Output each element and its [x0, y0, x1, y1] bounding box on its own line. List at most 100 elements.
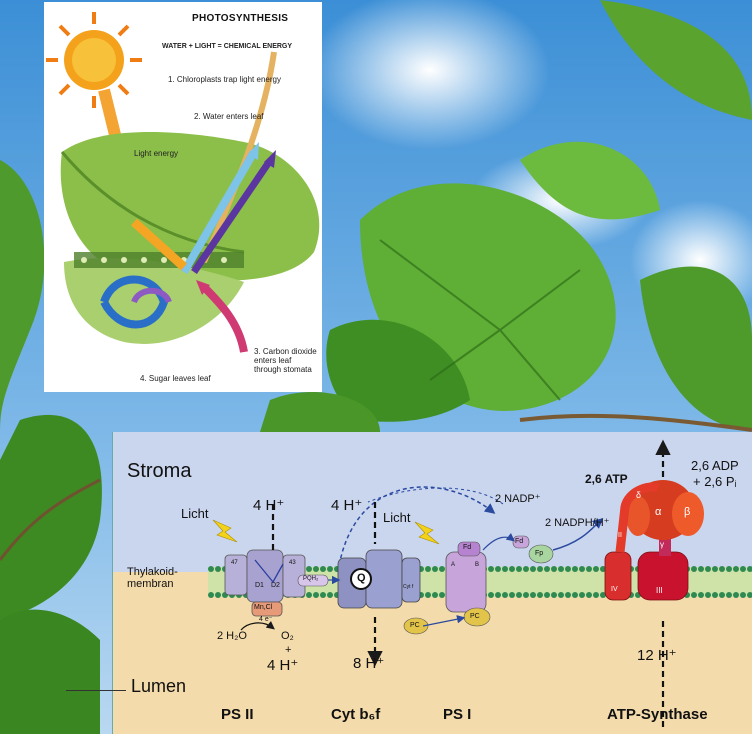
subunit-pc-1: PC	[410, 622, 420, 629]
lipid-head	[586, 592, 592, 598]
lipid-head	[523, 566, 529, 572]
subunit-d2: D2	[271, 582, 280, 589]
subunit-iv: IV	[611, 586, 618, 593]
lipid-head	[705, 566, 711, 572]
subunit-q: Q	[357, 572, 366, 584]
atp-synthase-name: ATP-Synthase	[607, 706, 708, 723]
lipid-head	[544, 566, 550, 572]
step-4-label: 4. Sugar leaves leaf	[140, 374, 211, 383]
lipid-head	[579, 566, 585, 572]
plus-label: +	[285, 644, 292, 656]
lipid-head	[572, 566, 578, 572]
lipid-head	[516, 592, 522, 598]
lipid-head	[558, 592, 564, 598]
lipid-head	[425, 592, 431, 598]
lipid-head	[313, 592, 319, 598]
photosynthesis-illustration: PHOTOSYNTHESIS WATER + LIGHT = CHEMICAL …	[44, 2, 322, 392]
membrane-drawing	[113, 432, 752, 734]
proton-label-ps2-bottom: 4 H⁺	[267, 657, 299, 674]
ps2-complex	[224, 549, 329, 617]
subunit-d1: D1	[255, 582, 264, 589]
atp-synthase-complex	[604, 480, 704, 601]
lipid-head	[705, 592, 711, 598]
membrane-label: Thylakoid-membran	[127, 566, 178, 590]
lumen-label: Lumen	[131, 676, 187, 696]
subunit-43: 43	[289, 560, 296, 566]
subunit-cytf: Cyt f	[403, 584, 414, 590]
oxygen-label: O₂	[281, 630, 294, 642]
lipid-head	[502, 592, 508, 598]
subunit-fd-2: Fd	[515, 538, 524, 545]
atp-label: 2,6 ATP	[585, 472, 628, 486]
lipid-head	[719, 592, 725, 598]
lipid-head	[733, 566, 739, 572]
lipid-head	[726, 592, 732, 598]
lipid-head	[726, 566, 732, 572]
adp-label: 2,6 ADP	[691, 458, 739, 473]
lipid-head	[593, 592, 599, 598]
lipid-head	[600, 592, 606, 598]
lipid-head	[558, 566, 564, 572]
lipid-head	[544, 592, 550, 598]
step-1-label: 1. Chloroplasts trap light energy	[168, 75, 281, 84]
thylakoid-membrane-diagram: Stroma Thylakoid-membran Lumen Licht Lic…	[112, 432, 752, 734]
lipid-head	[733, 592, 739, 598]
lipid-head	[740, 566, 746, 572]
lipid-head	[537, 566, 543, 572]
illustration-title: PHOTOSYNTHESIS	[192, 13, 289, 24]
cyt-b6f-complex	[337, 549, 429, 635]
lipid-head	[320, 592, 326, 598]
subunit-beta: β	[684, 506, 691, 518]
lightning-icon-1	[212, 519, 238, 543]
lipid-head	[600, 566, 606, 572]
lipid-head	[502, 566, 508, 572]
lipid-head	[740, 592, 746, 598]
subunit-pc-2: PC	[470, 613, 480, 620]
proton-label-ps2-top: 4 H⁺	[253, 497, 285, 514]
sun-icon	[46, 12, 142, 108]
leaf-illustration	[46, 12, 320, 353]
lipid-head	[432, 592, 438, 598]
lipid-head	[698, 566, 704, 572]
proton-label-cyt-top: 4 H⁺	[331, 497, 363, 514]
licht-label-1: Licht	[181, 506, 209, 521]
lipid-head	[698, 592, 704, 598]
lipid-head	[509, 592, 515, 598]
step-3-label: 3. Carbon dioxide enters leaf through st…	[254, 347, 317, 374]
lipid-head	[208, 592, 214, 598]
lipid-head	[551, 566, 557, 572]
lipid-head	[537, 592, 543, 598]
ps1-complex	[445, 535, 554, 627]
subunit-ii: II	[618, 532, 622, 539]
subunit-alpha: α	[655, 506, 662, 518]
lipid-head	[208, 566, 214, 572]
lipid-head	[593, 566, 599, 572]
lipid-head	[488, 592, 494, 598]
subunit-mncl: Mn,Cl	[254, 604, 273, 611]
proton-label-atp-bottom: 12 H⁺	[637, 647, 677, 664]
stroma-label: Stroma	[127, 460, 192, 482]
lipid-head	[586, 566, 592, 572]
lipid-head	[747, 592, 752, 598]
lipid-head	[579, 592, 585, 598]
lipid-head	[306, 566, 312, 572]
lightning-icon-2	[414, 521, 440, 545]
lipid-head	[327, 566, 333, 572]
cyt-b6f-name: Cyt b₆f	[331, 706, 381, 723]
lipid-head	[516, 566, 522, 572]
nadp-label: 2 NADP⁺	[495, 493, 541, 505]
lipid-head	[691, 566, 697, 572]
lumen-leader-line	[66, 690, 126, 691]
lipid-head	[306, 592, 312, 598]
lipid-head	[551, 592, 557, 598]
electron-label: 4 e⁻	[259, 616, 273, 623]
pi-label: + 2,6 Pᵢ	[693, 474, 737, 489]
lipid-head	[439, 592, 445, 598]
lipid-head	[439, 566, 445, 572]
lipid-head	[215, 566, 221, 572]
water-label: 2 H₂O	[217, 630, 247, 642]
ps2-name: PS II	[221, 706, 254, 723]
lipid-head	[747, 566, 752, 572]
step-2-label: 2. Water enters leaf	[194, 112, 264, 121]
lipid-head	[327, 592, 333, 598]
